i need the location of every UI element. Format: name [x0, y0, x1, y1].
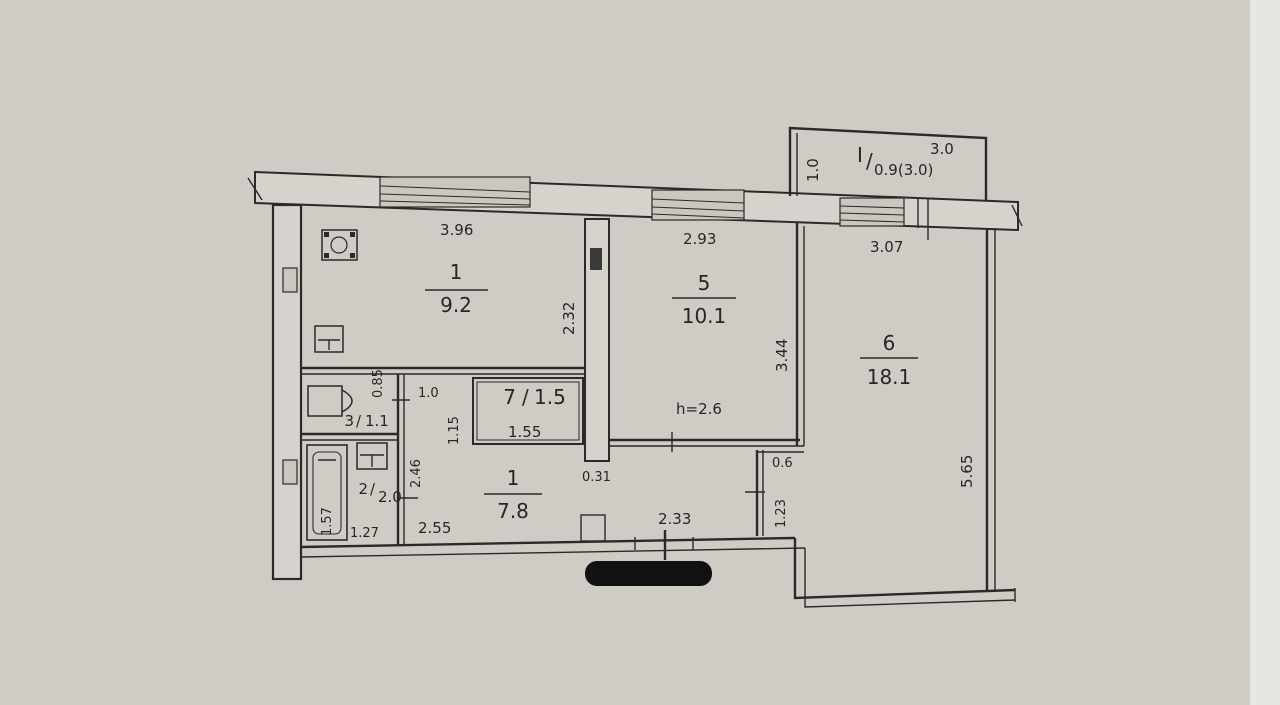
dim-corridor-left: 2.55	[418, 519, 451, 537]
interior-walls	[301, 218, 996, 590]
room-area: 2.0	[378, 488, 402, 506]
ceiling-height: h=2.6	[676, 400, 722, 418]
room-number: 1	[450, 260, 463, 284]
dim-room6-width: 3.07	[870, 238, 903, 256]
dim-corridor-right: 2.33	[658, 510, 691, 528]
room-3-label: 3 / 1.1	[344, 412, 388, 430]
room-4-label: 1 9.2	[425, 260, 488, 317]
room-area: 1.1	[365, 412, 389, 430]
exterior-wall-bottom	[300, 514, 1016, 608]
room-area: 10.1	[682, 304, 727, 328]
vent-icon	[590, 248, 602, 270]
window-room5	[651, 189, 745, 221]
room-1-label: 1 7.8	[484, 466, 542, 523]
room-7-label: 7 / 1.5	[503, 385, 566, 409]
dim-wc-gap: 0.85	[371, 369, 386, 398]
toilet-icon	[307, 385, 353, 417]
dim-room5-depth: 3.44	[773, 339, 791, 372]
dim-room4-width: 3.96	[440, 221, 473, 239]
washbasin-icon	[356, 442, 388, 470]
room-number: 3	[344, 412, 354, 430]
balcony-label: I / 0.9(3.0) 3.0 1.0	[804, 140, 954, 182]
dim-bath-depth: 1.57	[320, 507, 335, 536]
dim-bath-width: 1.27	[350, 526, 379, 541]
dim-corridor-depth: 1.23	[774, 499, 789, 528]
paper-edge	[1250, 0, 1280, 705]
stove-icon	[321, 229, 358, 261]
room-2-label: 2 / 2.0	[358, 480, 401, 506]
room-5-label: 5 10.1	[672, 271, 736, 328]
redaction-mark	[585, 561, 712, 586]
dim-room6-length: 5.65	[958, 455, 976, 488]
room-number: 1	[507, 466, 520, 490]
balcony-depth: 1.0	[804, 158, 822, 182]
bathtub-icon	[306, 444, 348, 541]
slash: /	[356, 412, 362, 430]
window-room4	[379, 176, 531, 208]
room-area: 18.1	[867, 365, 912, 389]
room-area: 7.8	[497, 499, 529, 523]
slash: /	[522, 385, 529, 409]
room-area: 9.2	[440, 293, 472, 317]
room-area: 1.5	[534, 385, 566, 409]
window-room6	[839, 197, 929, 240]
dimension-ticks	[392, 399, 765, 499]
vent-icon	[282, 459, 298, 485]
dim-room7-width: 1.55	[508, 423, 541, 441]
room-number: 6	[883, 331, 896, 355]
slash: /	[370, 480, 376, 498]
vent-icon	[282, 267, 298, 293]
dim-hall-depth: 2.46	[409, 459, 424, 488]
dim-room4-depth: 2.32	[560, 302, 578, 335]
dim-wall-gap: 0.31	[582, 470, 611, 485]
dim-room7-depth: 1.15	[447, 416, 462, 445]
dim-room7-door: 1.0	[418, 386, 439, 401]
dim-room5-width: 2.93	[683, 230, 716, 248]
balcony-width: 3.0	[930, 140, 954, 158]
balcony-number: I	[857, 143, 863, 167]
slash: /	[866, 149, 873, 173]
room-number: 2	[358, 480, 368, 498]
dimension-labels: 3.96 2.32 2.93 3.44 3.07 5.65 1.55 1.15 …	[320, 221, 976, 541]
balcony-area: 0.9(3.0)	[874, 161, 933, 179]
room-number: 5	[698, 271, 711, 295]
exterior-wall-left	[271, 203, 303, 581]
room-number: 7	[503, 385, 516, 409]
sink-icon	[314, 325, 344, 353]
room-6-label: 6 18.1	[860, 331, 918, 389]
balcony	[788, 126, 988, 200]
dim-corridor-side: 0.6	[772, 456, 793, 471]
